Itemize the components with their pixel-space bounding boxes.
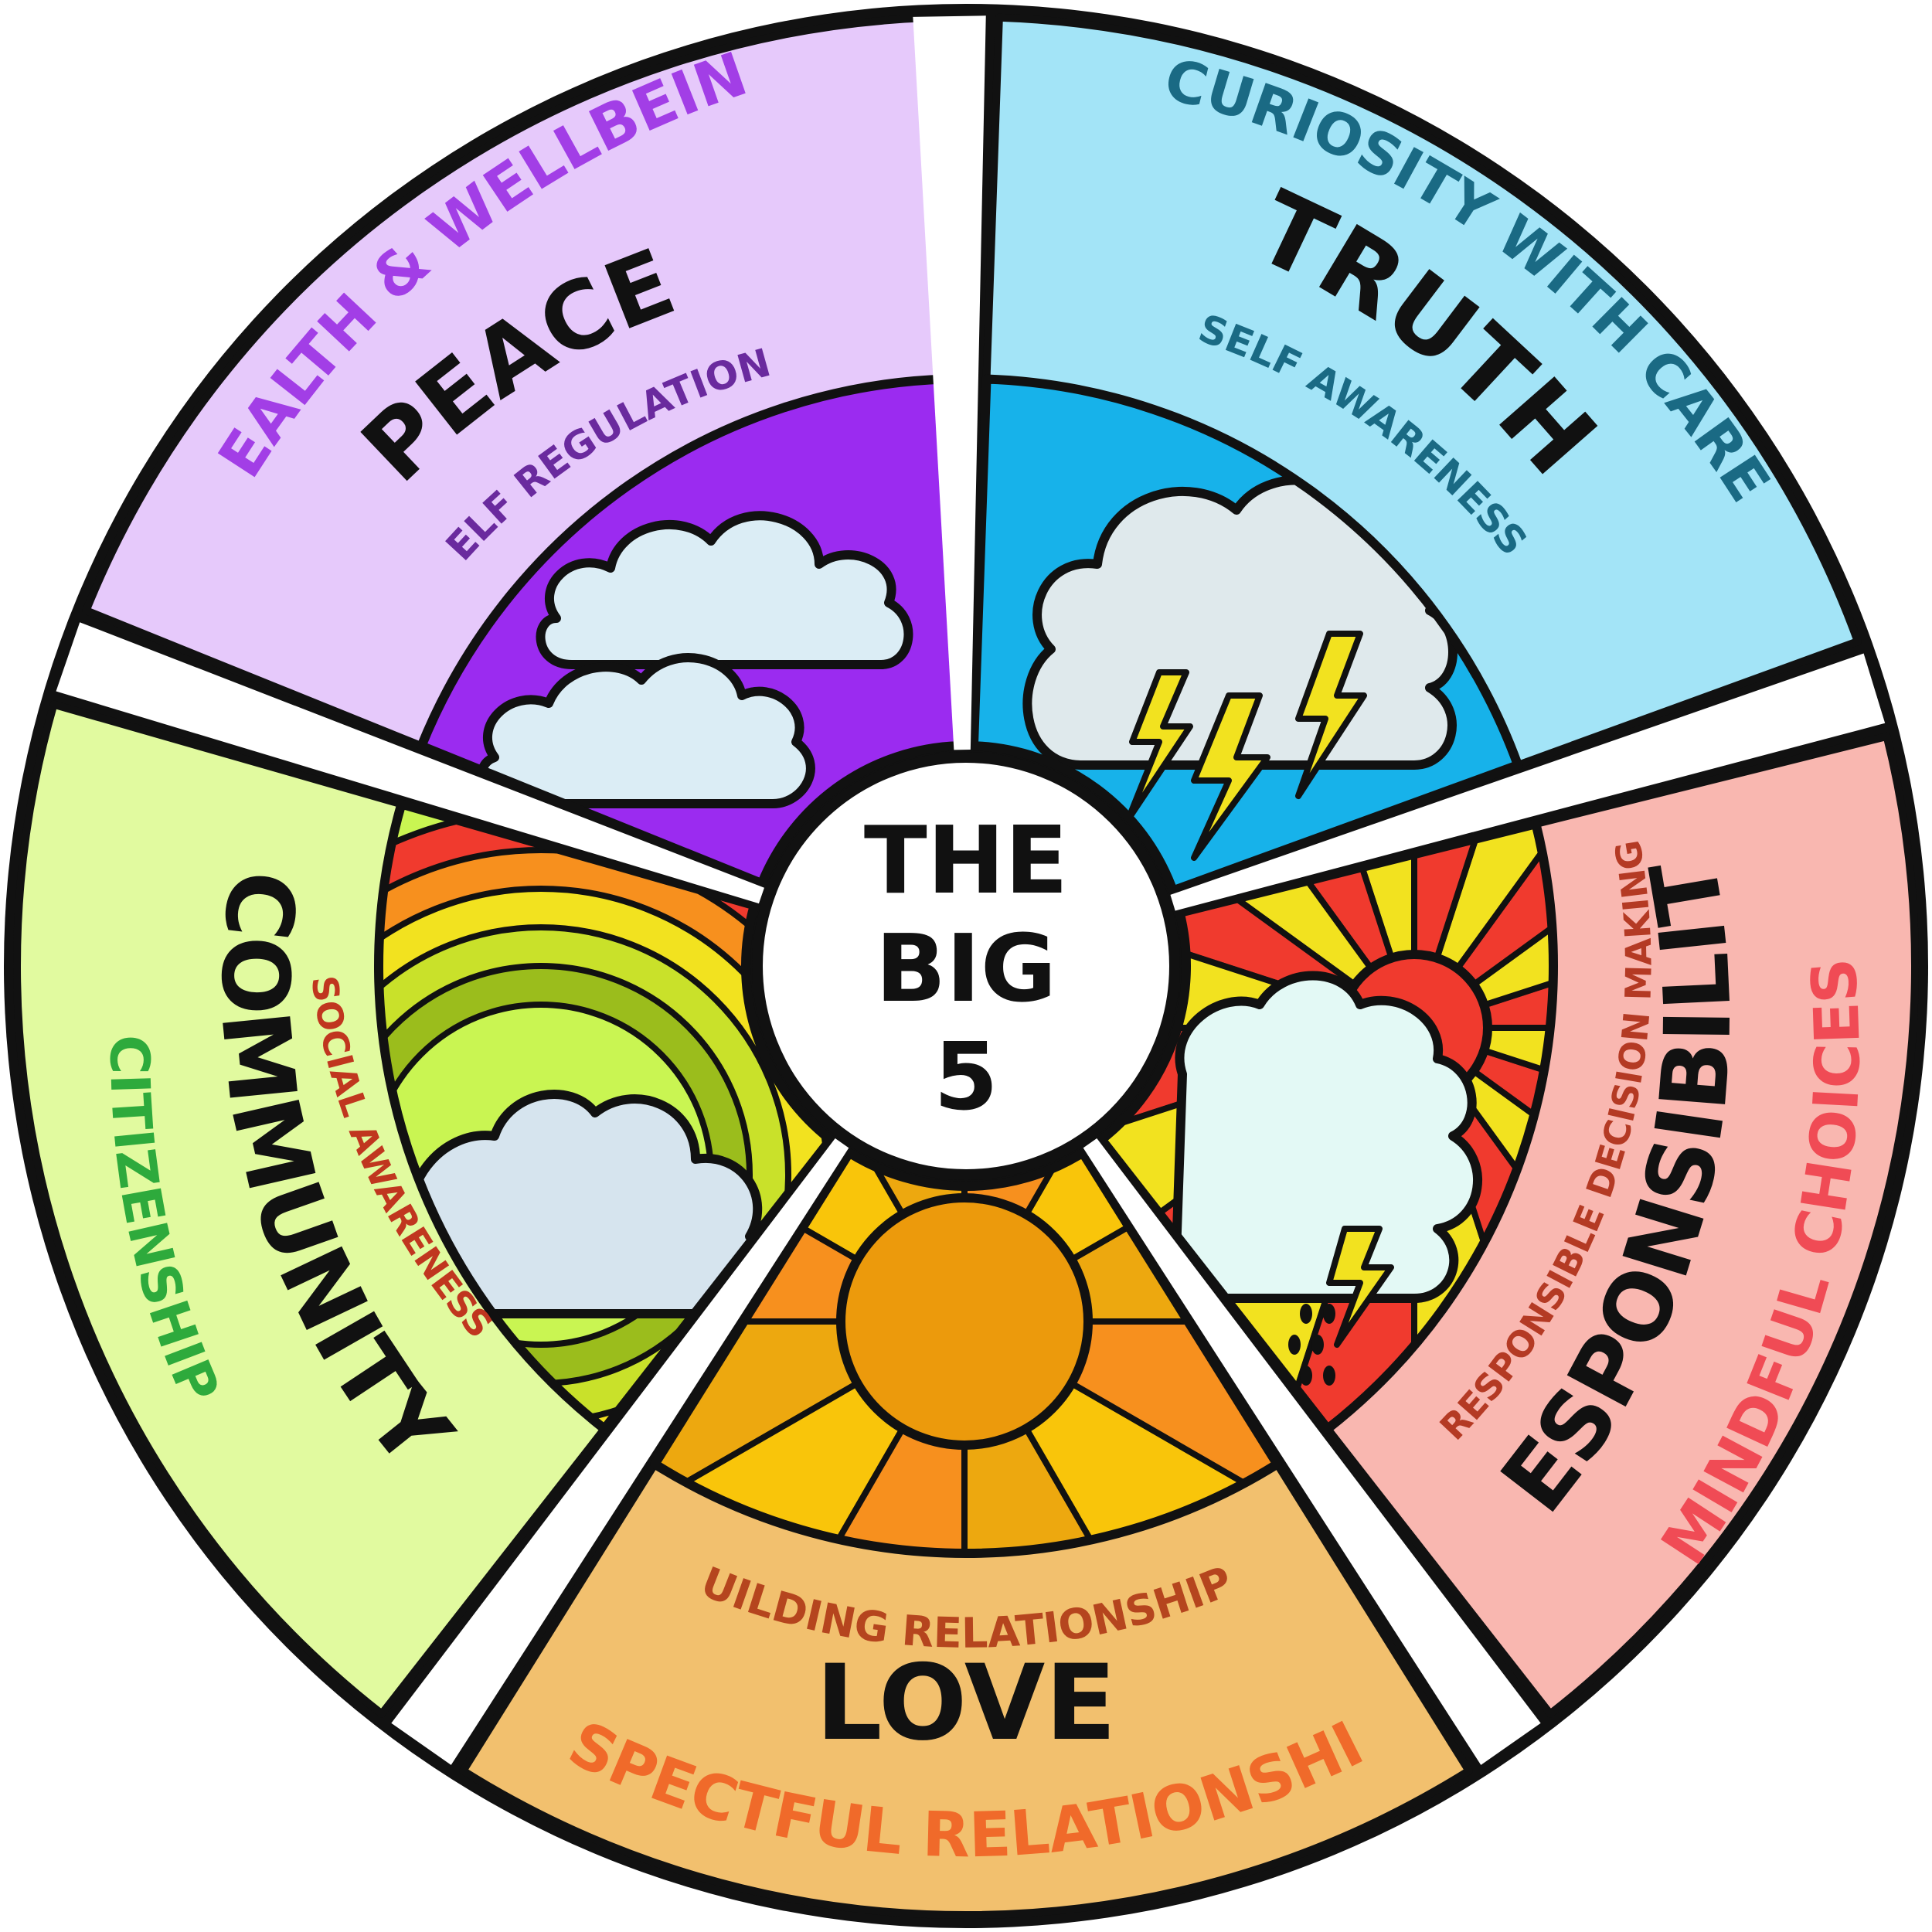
sun-icon — [836, 1193, 1093, 1450]
cloud-icon — [477, 653, 815, 808]
peace-picture — [417, 374, 964, 889]
sun-ray — [689, 1310, 968, 1554]
cloud-icon — [536, 511, 913, 669]
sun-ray — [1101, 824, 1417, 1031]
center-hub — [752, 752, 1180, 1180]
cloud-icon — [1170, 971, 1482, 1303]
love-title: LOVE — [815, 1642, 1116, 1764]
center-line-1: THE — [864, 808, 1068, 915]
love-picture — [650, 1148, 1282, 1558]
cloud-icon — [393, 1090, 769, 1318]
sun-ray — [1411, 824, 1554, 1029]
sun-ray — [655, 1313, 973, 1554]
segment-gap — [1083, 1138, 1541, 1765]
sun-ray — [1101, 824, 1416, 1031]
segment-gap — [56, 622, 764, 904]
lightning-icon — [1191, 692, 1270, 861]
sun-ray — [689, 1152, 968, 1333]
segment-dividers — [56, 15, 1886, 1765]
segment-gap — [913, 15, 986, 750]
truth-picture — [968, 374, 1523, 896]
segment-gap — [391, 1138, 849, 1765]
center-line-2: BIG — [876, 916, 1057, 1023]
sun-ray — [961, 1310, 1240, 1554]
sun-ray — [961, 1152, 1240, 1333]
sun-ray — [1411, 824, 1554, 1030]
raindrops-icon — [1288, 1304, 1335, 1386]
lightning-icon — [1125, 669, 1193, 822]
segment-gap — [1170, 653, 1886, 911]
center-line-3: 5 — [934, 1024, 998, 1131]
lightning-icon — [1295, 631, 1367, 799]
lightning-icon — [1326, 1226, 1394, 1348]
